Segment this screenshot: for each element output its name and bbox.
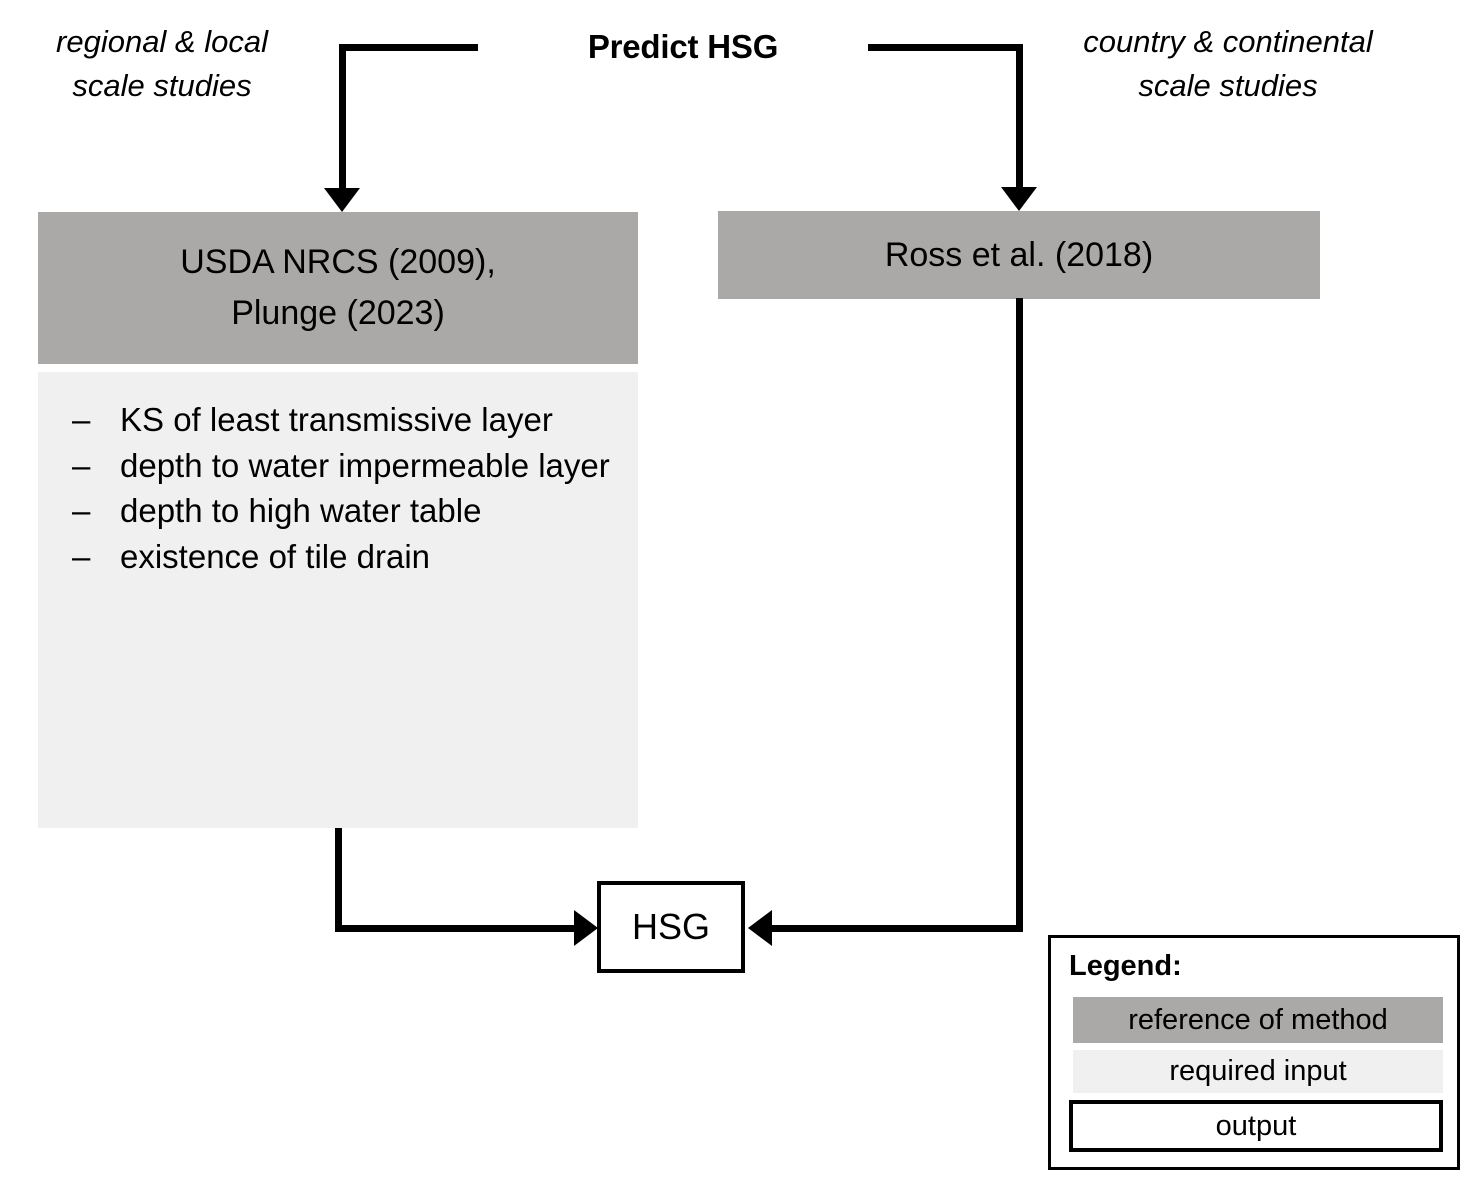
arrowhead-right-to-hsg [574, 910, 598, 946]
connector-ross-to-hsg-vertical [1016, 298, 1023, 932]
bullet-marker-icon: – [72, 446, 91, 484]
method-box-nrcs-header: USDA NRCS (2009), Plunge (2023) [38, 212, 638, 364]
list-item: – KS of least transmissive layer [72, 398, 624, 443]
arrowhead-left-to-hsg [748, 910, 772, 946]
input-label: depth to water impermeable layer [120, 446, 610, 484]
method-box-ross-header: Ross et al. (2018) [718, 211, 1320, 299]
connector-right-horizontal [868, 44, 1023, 51]
connector-nrcs-to-hsg-vertical [335, 828, 342, 932]
legend-item-reference-of-method: reference of method [1073, 997, 1443, 1043]
list-item: – existence of tile drain [72, 535, 624, 580]
connector-nrcs-to-hsg-horizontal [335, 925, 577, 932]
connector-left-horizontal [339, 44, 478, 51]
arrowhead-down-to-nrcs [324, 188, 360, 212]
connector-right-vertical [1016, 44, 1023, 188]
input-label: existence of tile drain [120, 537, 431, 575]
legend-item-required-input: required input [1073, 1050, 1443, 1093]
arrowhead-down-to-ross [1001, 187, 1037, 211]
list-item: – depth to water impermeable layer [72, 444, 624, 489]
diagram-title: Predict HSG [587, 28, 779, 65]
input-box-nrcs: – KS of least transmissive layer – depth… [38, 372, 638, 828]
connector-left-vertical [339, 44, 346, 189]
legend: Legend: reference of method required inp… [1048, 935, 1460, 1170]
legend-title: Legend: [1069, 950, 1182, 982]
legend-item-output: output [1069, 1100, 1443, 1152]
caption-country-continental-scale: country & continental scale studies [1083, 24, 1373, 104]
bullet-marker-icon: – [72, 537, 91, 575]
output-box-hsg: HSG [597, 881, 745, 973]
caption-regional-local-scale: regional & local scale studies [56, 24, 268, 104]
input-label: KS of least transmissive layer [120, 401, 553, 438]
bullet-marker-icon: – [72, 401, 91, 438]
input-label: depth to high water table [120, 492, 482, 530]
list-item: – depth to high water table [72, 489, 624, 534]
connector-ross-to-hsg-horizontal [772, 925, 1023, 932]
bullet-marker-icon: – [72, 492, 91, 530]
